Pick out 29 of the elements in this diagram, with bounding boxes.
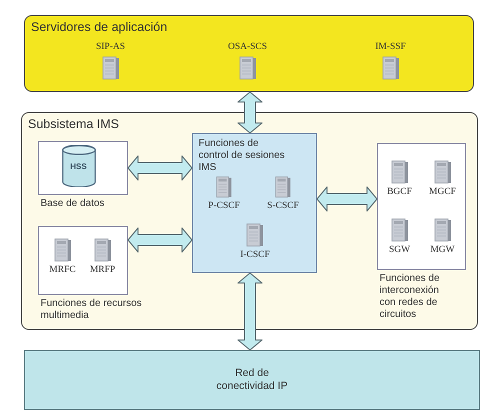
- double-arrow: [128, 228, 192, 252]
- frame-caption: Funciones de interconexión con redes de circuitos: [380, 272, 441, 320]
- double-arrow: [238, 272, 262, 350]
- server-label: BGCF: [387, 186, 412, 198]
- panel-title: Servidores de aplicación: [31, 20, 168, 34]
- server-label: P-CSCF: [208, 201, 240, 212]
- frame-caption: Base de datos: [40, 198, 106, 210]
- server-label: MRFC: [49, 264, 76, 276]
- server-label: SGW: [388, 244, 410, 256]
- cylinder-label: HSS: [69, 162, 88, 172]
- server-label: S-CSCF: [267, 201, 299, 212]
- panel-title: Subsistema IMS: [28, 117, 120, 132]
- server-label: SIP-AS: [96, 42, 126, 52]
- double-arrow: [316, 186, 378, 212]
- frame-caption: Funciones de recursos multimedia: [40, 298, 143, 322]
- server-label: OSA-SCS: [228, 42, 268, 52]
- group-panel: [21, 112, 478, 330]
- server-label: I-CSCF: [240, 250, 270, 261]
- double-arrow: [128, 156, 192, 180]
- server-label: MRFP: [90, 264, 116, 276]
- group-panel: [24, 15, 474, 92]
- double-arrow: [238, 92, 262, 134]
- network-band: [24, 350, 480, 410]
- server-label: IM-SSF: [375, 42, 406, 52]
- panel-title: Funciones de control de sesiones IMS: [198, 138, 286, 174]
- server-label: MGCF: [429, 186, 456, 198]
- group-panel: [192, 132, 316, 272]
- server-label: MGW: [430, 244, 455, 256]
- band-label: Red de conectividad IP: [215, 367, 289, 393]
